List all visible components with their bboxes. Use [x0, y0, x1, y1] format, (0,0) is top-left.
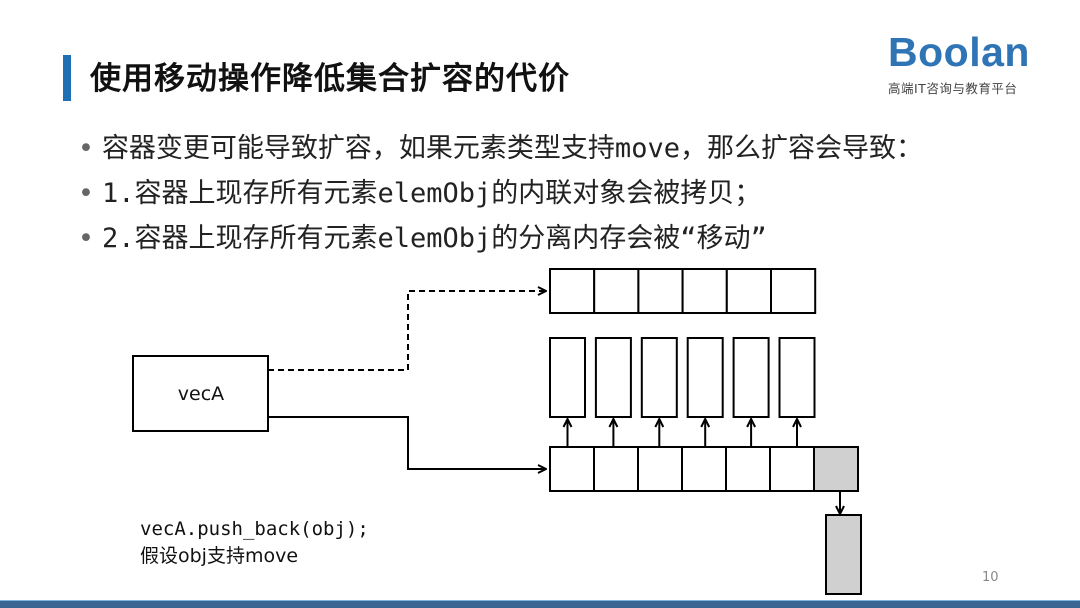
heap-block: [732, 337, 770, 418]
heap-block: [640, 337, 678, 418]
bullet-marker: •: [78, 133, 94, 164]
old-buffer-cell: [681, 446, 727, 492]
old-buffer-cell: [769, 446, 815, 492]
new-buffer-cell: [593, 268, 640, 314]
bullet-text: 1.容器上现存所有元素elemObj的内联对象会被拷贝；: [101, 178, 762, 209]
page-number: 10: [982, 570, 999, 585]
new-element-heap-block: [825, 514, 862, 595]
boolan-logo: Boolan 高端IT咨询与教育平台: [888, 30, 1048, 97]
old-buffer-cell: [549, 446, 595, 492]
heap-blocks: [549, 337, 816, 447]
new-buffer-array: [549, 268, 817, 314]
code-note: 假设obj支持move: [140, 545, 299, 567]
dashed-pointer-to-new-buffer: [268, 291, 546, 371]
bottom-bar: [0, 600, 1080, 608]
code-line: vecA.push_back(obj);: [140, 518, 369, 540]
new-element-cell: [813, 446, 859, 492]
pointer-to-old-buffer: [268, 416, 546, 469]
heap-block: [549, 337, 586, 418]
new-buffer-cell: [770, 268, 817, 314]
bullet-text: 容器变更可能导致扩容，如果元素类型支持move，那么扩容会导致：: [101, 133, 923, 164]
new-buffer-cell: [681, 268, 728, 314]
old-buffer-array: [549, 446, 859, 492]
new-buffer-cell: [549, 268, 596, 314]
bullet-item: •1.容器上现存所有元素elemObj的内联对象会被拷贝；: [78, 171, 923, 216]
new-buffer-cell: [725, 268, 772, 314]
code-caption: vecA.push_back(obj); 假设obj支持move: [140, 516, 369, 570]
logo-subtitle: 高端IT咨询与教育平台: [888, 81, 1018, 96]
new-buffer-cell: [637, 268, 684, 314]
heap-block: [778, 337, 816, 418]
vector-object-box: [132, 355, 269, 432]
old-buffer-cell: [725, 446, 771, 492]
title-accent-bar: [63, 55, 71, 101]
heap-block: [686, 337, 724, 418]
old-buffer-cell: [593, 446, 639, 492]
old-buffer-cell: [637, 446, 683, 492]
heap-block: [594, 337, 632, 418]
bullet-marker: •: [78, 223, 94, 254]
page-title: 使用移动操作降低集合扩容的代价: [90, 61, 570, 97]
bullet-item: •容器变更可能导致扩容，如果元素类型支持move，那么扩容会导致：: [78, 126, 923, 171]
logo-wordmark: Boolan: [888, 29, 1030, 75]
bullet-item: •2.容器上现存所有元素elemObj的分离内存会被“移动”: [78, 216, 923, 261]
bullet-list: •容器变更可能导致扩容，如果元素类型支持move，那么扩容会导致： •1.容器上…: [78, 126, 923, 261]
vector-label: vecA: [177, 383, 225, 405]
bullet-marker: •: [78, 178, 94, 209]
bullet-text: 2.容器上现存所有元素elemObj的分离内存会被“移动”: [101, 223, 767, 254]
